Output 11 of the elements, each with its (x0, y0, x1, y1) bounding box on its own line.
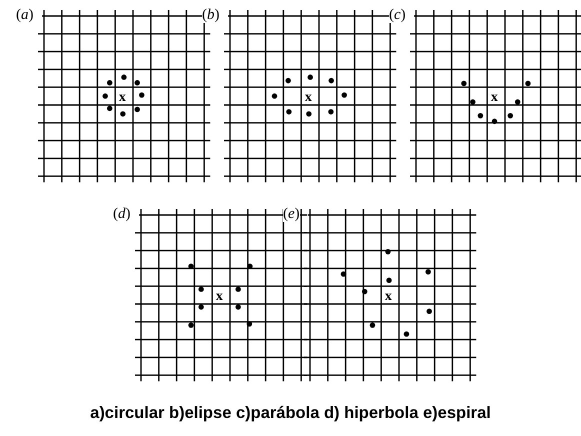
center-mark: x (490, 92, 498, 104)
panel-label: (a) (16, 8, 34, 23)
caption: a)circular b)elipse c)parábola d) hiperbola e)espiral (89, 404, 492, 423)
panel-label: (b) (202, 8, 220, 23)
center-mark: x (118, 92, 126, 104)
panel-label: (d) (113, 207, 130, 222)
center-mark: x (304, 92, 312, 104)
panel-label: (c) (389, 8, 406, 23)
center-mark: x (384, 290, 392, 303)
center-mark: x (216, 290, 223, 303)
panel-label: (e) (283, 207, 300, 222)
